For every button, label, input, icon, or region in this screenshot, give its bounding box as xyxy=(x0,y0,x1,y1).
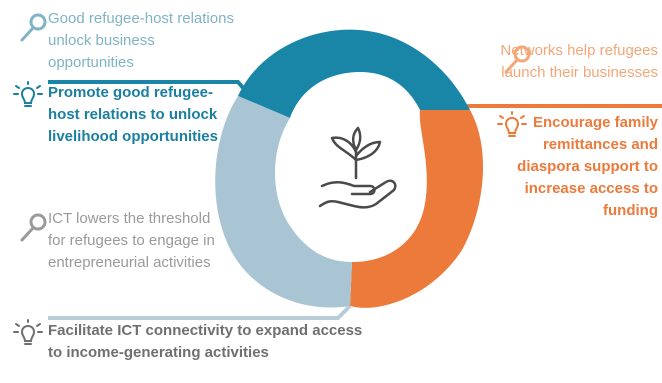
orange-finding-text: Networks help refugees launch their busi… xyxy=(500,42,658,81)
gray-connector-line xyxy=(48,304,352,320)
hand-plant-icon xyxy=(318,126,397,209)
teal-finding-text: Good refugee-host relations unlock busin… xyxy=(48,10,234,71)
segment-gray xyxy=(215,96,352,308)
segment-teal xyxy=(238,29,470,118)
segment-orange xyxy=(350,110,484,308)
gray-finding-text: ICT lowers the threshold for refugees to… xyxy=(48,210,215,271)
gray-magnifier-icon xyxy=(20,213,47,242)
gray-lightbulb-icon xyxy=(13,319,43,345)
orange-magnifier-icon xyxy=(504,45,531,74)
orange-lightbulb-icon xyxy=(497,111,527,137)
gray-recommendation-text: Facilitate ICT connectivity to expand ac… xyxy=(48,322,363,361)
teal-lightbulb-icon xyxy=(13,81,43,107)
teal-recommendation-text: Promote good refugee-host relations to u… xyxy=(48,84,218,145)
orange-recommendation-text: Encourage family remittances and diaspor… xyxy=(517,114,658,219)
teal-magnifier-icon xyxy=(20,13,47,42)
